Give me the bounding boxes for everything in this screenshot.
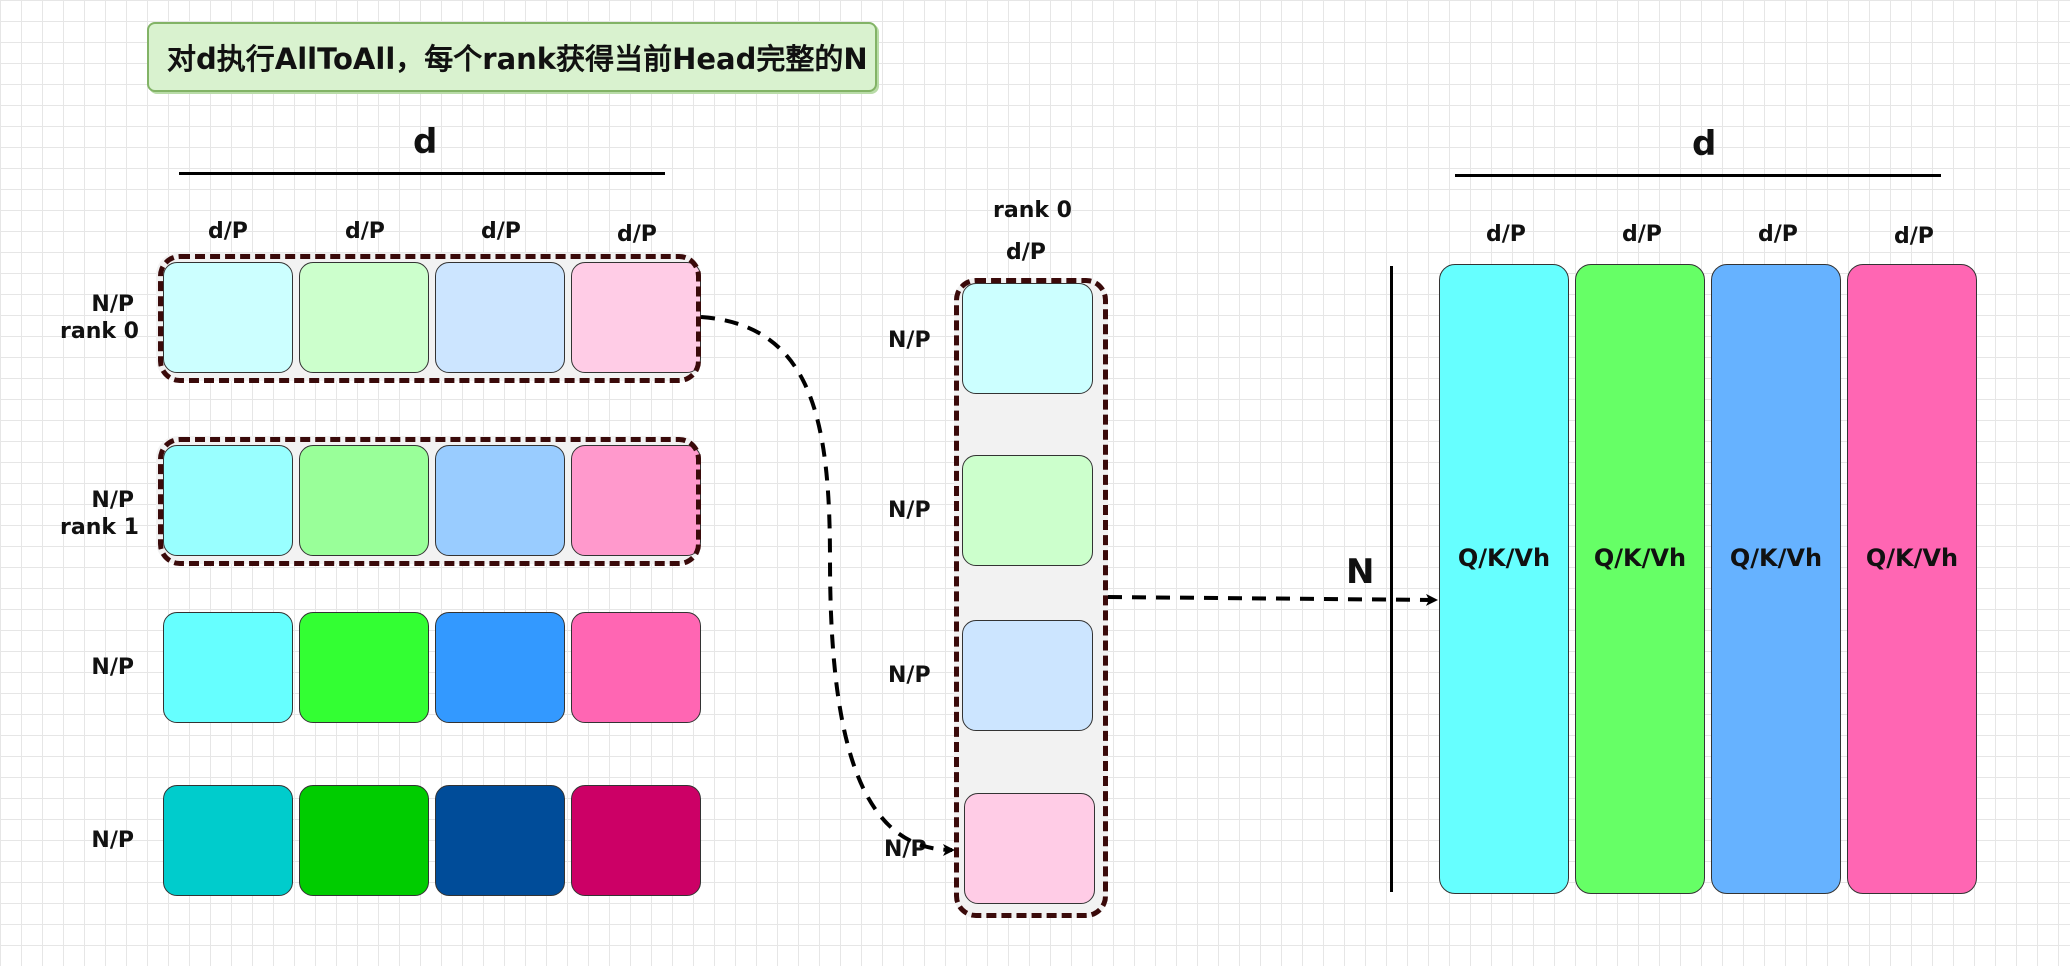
right-column-3: Q/K/Vh xyxy=(1711,264,1841,894)
row-label-3: N/P xyxy=(60,654,134,681)
diagram-title-text: 对d执行AllToAll，每个rank获得当前Head完整的N xyxy=(167,42,868,76)
right-column-2-label: Q/K/Vh xyxy=(1593,544,1687,572)
left-cell-r1-c3 xyxy=(435,262,565,373)
row-label-rank0-line1: N/P xyxy=(91,292,134,317)
rank0-dashed-outline xyxy=(158,254,701,383)
row-label-rank1-line1: N/P xyxy=(91,488,134,513)
right-col-label-1: d/P xyxy=(1486,222,1526,247)
left-cell-r2-c1 xyxy=(163,445,293,556)
left-cell-r2-c3 xyxy=(435,445,565,556)
middle-cell-3 xyxy=(962,620,1093,731)
left-cell-r2-c2 xyxy=(299,445,429,556)
row-label-rank0-line2: rank 0 xyxy=(60,319,139,344)
left-col-label-2: d/P xyxy=(345,219,385,244)
middle-rank-label: rank 0 xyxy=(993,198,1072,223)
right-col-label-4: d/P xyxy=(1894,224,1934,249)
middle-cell-4 xyxy=(964,793,1095,904)
row-label-3-line1: N/P xyxy=(91,655,134,680)
row-label-rank0: N/P rank 0 xyxy=(60,291,139,345)
right-column-1: Q/K/Vh xyxy=(1439,264,1569,894)
left-col-label-4: d/P xyxy=(617,222,657,247)
left-d-label: d xyxy=(413,122,438,162)
right-column-2: Q/K/Vh xyxy=(1575,264,1705,894)
right-col-label-3: d/P xyxy=(1758,222,1798,247)
middle-row-label-1: N/P xyxy=(888,328,931,353)
left-cell-r2-c4 xyxy=(571,445,701,556)
middle-row-label-2: N/P xyxy=(888,498,931,523)
middle-row-label-4: N/P xyxy=(884,837,927,862)
left-cell-r1-c2 xyxy=(299,262,429,373)
left-cell-r4-c1 xyxy=(163,785,293,896)
left-cell-r4-c4 xyxy=(571,785,701,896)
middle-row-label-3: N/P xyxy=(888,663,931,688)
left-cell-r3-c1 xyxy=(163,612,293,723)
left-d-line xyxy=(179,172,665,175)
alltoall-arrow xyxy=(700,315,955,856)
rank1-dashed-outline xyxy=(158,437,701,566)
middle-cell-2 xyxy=(962,455,1093,566)
right-column-4: Q/K/Vh xyxy=(1847,264,1977,894)
left-cell-r1-c1 xyxy=(163,262,293,373)
left-col-label-3: d/P xyxy=(481,219,521,244)
right-d-label: d xyxy=(1692,124,1717,164)
row-label-4-line1: N/P xyxy=(91,828,134,853)
left-cell-r4-c3 xyxy=(435,785,565,896)
row-label-4: N/P xyxy=(60,827,134,854)
left-cell-r4-c2 xyxy=(299,785,429,896)
right-col-label-2: d/P xyxy=(1622,222,1662,247)
right-column-4-label: Q/K/Vh xyxy=(1865,544,1959,572)
left-cell-r1-c4 xyxy=(571,262,701,373)
middle-cell-1 xyxy=(962,283,1093,394)
left-col-label-1: d/P xyxy=(208,219,248,244)
row-label-rank1: N/P rank 1 xyxy=(60,487,139,541)
right-column-3-label: Q/K/Vh xyxy=(1729,544,1823,572)
gather-arrow xyxy=(1107,593,1438,606)
middle-col-label: d/P xyxy=(1006,240,1046,265)
left-cell-r3-c2 xyxy=(299,612,429,723)
diagram-title: 对d执行AllToAll，每个rank获得当前Head完整的N xyxy=(147,22,877,92)
row-label-rank1-line2: rank 1 xyxy=(60,515,139,540)
middle-dashed-outline xyxy=(954,278,1108,918)
right-n-label: N xyxy=(1346,552,1375,592)
right-column-1-label: Q/K/Vh xyxy=(1457,544,1551,572)
right-d-line xyxy=(1455,174,1941,177)
left-cell-r3-c4 xyxy=(571,612,701,723)
right-n-line xyxy=(1390,266,1393,892)
left-cell-r3-c3 xyxy=(435,612,565,723)
